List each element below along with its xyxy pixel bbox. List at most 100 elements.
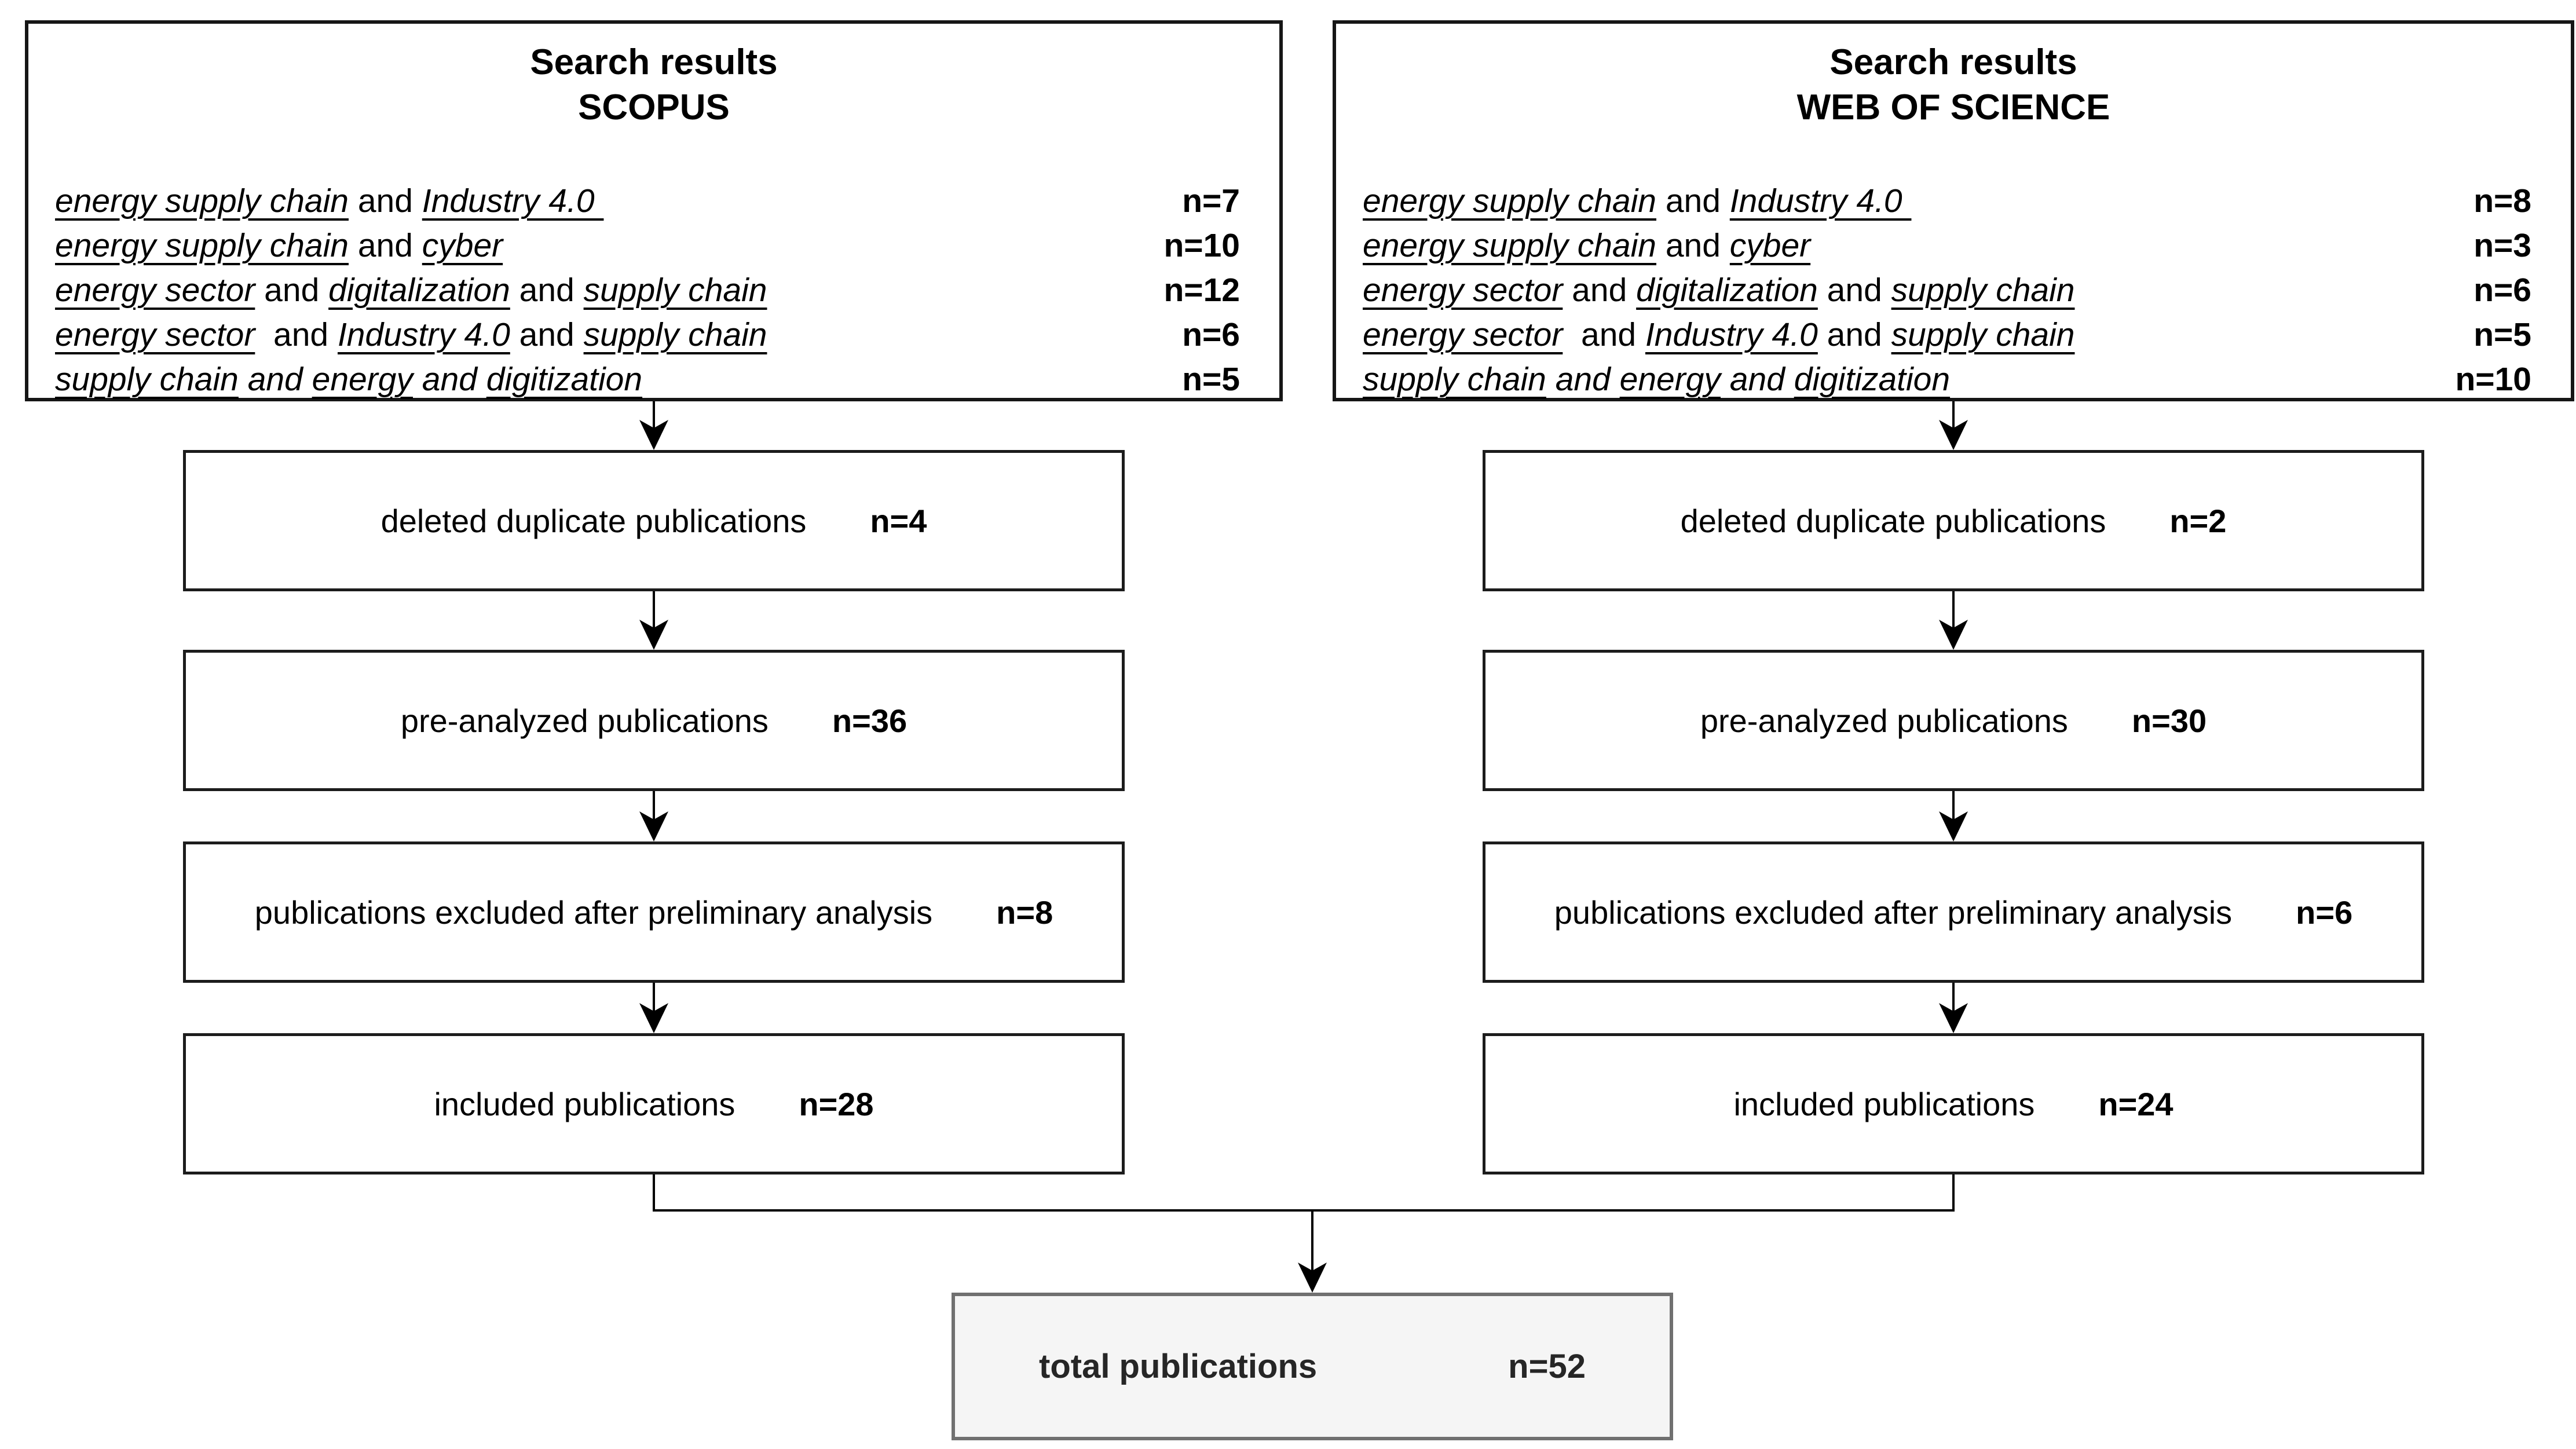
query-text: energy sector and digitalization and sup… xyxy=(55,268,767,313)
flow-box-deleted-duplicates-wos: deleted duplicate publications n=2 xyxy=(1483,450,2424,591)
flow-box-pre-analyzed-scopus: pre-analyzed publications n=36 xyxy=(183,650,1125,791)
down-arrow xyxy=(639,591,668,650)
flow-label: publications excluded after preliminary … xyxy=(1554,894,2233,931)
query-line: energy supply chain and Industry 4.0 n=7 xyxy=(55,179,1240,224)
and-conjunction: and xyxy=(412,361,486,398)
total-count: n=52 xyxy=(1508,1348,1586,1385)
flow-count: n=24 xyxy=(2098,1085,2174,1122)
query-line: energy sector and Industry 4.0 and suppl… xyxy=(1363,313,2531,357)
down-arrow xyxy=(1939,401,1968,450)
query-line: energy sector and digitalization and sup… xyxy=(55,268,1240,313)
box-title-line2: SCOPUS xyxy=(578,87,730,127)
search-term: supply chain xyxy=(1363,361,1546,398)
query-count: n=7 xyxy=(1182,182,1240,219)
flow-box-included-wos: included publications n=24 xyxy=(1483,1033,2424,1174)
query-text: energy supply chain and cyber xyxy=(55,224,503,268)
query-line: supply chain and energy and digitization… xyxy=(1363,357,2531,402)
search-term: digitization xyxy=(1794,361,1951,398)
query-count: n=5 xyxy=(1182,361,1240,398)
flow-label: included publications xyxy=(434,1085,736,1122)
search-term: energy supply chain xyxy=(1363,227,1656,264)
search-results-box-web-of-science: Search results WEB OF SCIENCE energy sup… xyxy=(1333,20,2574,401)
search-term: digitalization xyxy=(1636,272,1818,309)
query-text: energy supply chain and Industry 4.0 xyxy=(55,179,603,224)
query-count: n=3 xyxy=(2473,227,2531,264)
search-term: energy supply chain xyxy=(55,227,349,264)
and-conjunction: and xyxy=(510,272,584,309)
search-term: supply chain xyxy=(1891,272,2075,309)
and-conjunction: and xyxy=(510,316,584,353)
and-conjunction: and xyxy=(349,227,422,264)
and-conjunction: and xyxy=(1720,361,1794,398)
search-term: energy supply chain xyxy=(55,182,349,219)
query-line: energy supply chain and cyber n=10 xyxy=(55,224,1240,268)
and-conjunction: and xyxy=(1546,361,1620,398)
query-line: supply chain and energy and digitization… xyxy=(55,357,1240,402)
flow-label: deleted duplicate publications xyxy=(380,502,807,539)
and-conjunction: and xyxy=(238,361,312,398)
and-conjunction: and xyxy=(1563,316,1645,353)
query-text: energy sector and Industry 4.0 and suppl… xyxy=(55,313,767,357)
query-text: energy supply chain and Industry 4.0 xyxy=(1363,179,1911,224)
query-line: energy supply chain and cyber n=3 xyxy=(1363,224,2531,268)
query-count: n=12 xyxy=(1163,272,1240,309)
and-conjunction: and xyxy=(255,316,338,353)
query-count: n=6 xyxy=(1182,316,1240,353)
down-arrow xyxy=(1939,791,1968,841)
search-term: Industry 4.0 xyxy=(337,316,510,353)
flow-box-excluded-wos: publications excluded after preliminary … xyxy=(1483,841,2424,983)
flow-box-excluded-scopus: publications excluded after preliminary … xyxy=(183,841,1125,983)
search-term: supply chain xyxy=(1891,316,2075,353)
down-arrow xyxy=(639,983,668,1033)
down-arrow xyxy=(639,401,668,450)
and-conjunction: and xyxy=(1817,272,1891,309)
flow-label: deleted duplicate publications xyxy=(1680,502,2106,539)
and-conjunction: and xyxy=(255,272,329,309)
flow-count: n=8 xyxy=(996,894,1053,931)
search-term: digitalization xyxy=(328,272,510,309)
down-arrow xyxy=(1298,1210,1327,1293)
query-count: n=6 xyxy=(2473,272,2531,309)
flow-label: publications excluded after preliminary … xyxy=(254,894,933,931)
flow-box-pre-analyzed-wos: pre-analyzed publications n=30 xyxy=(1483,650,2424,791)
search-term: Industry 4.0 xyxy=(422,182,604,219)
query-list-scopus: energy supply chain and Industry 4.0 n=7… xyxy=(55,179,1240,402)
merge-connector xyxy=(653,1174,1955,1212)
search-term: energy xyxy=(1619,361,1721,398)
box-title-wos: Search results WEB OF SCIENCE xyxy=(1336,40,2571,130)
search-term: supply chain xyxy=(55,361,239,398)
flow-label: included publications xyxy=(1733,1085,2035,1122)
and-conjunction: and xyxy=(1656,227,1730,264)
search-term: energy supply chain xyxy=(1363,182,1656,219)
search-results-box-scopus: Search results SCOPUS energy supply chai… xyxy=(25,20,1283,401)
search-term: supply chain xyxy=(583,316,767,353)
flow-label: pre-analyzed publications xyxy=(400,702,769,739)
box-title-line1: Search results xyxy=(530,42,778,82)
search-term: cyber xyxy=(1729,227,1811,264)
query-count: n=8 xyxy=(2473,182,2531,219)
and-conjunction: and xyxy=(1817,316,1891,353)
search-term: supply chain xyxy=(583,272,767,309)
query-text: energy sector and Industry 4.0 and suppl… xyxy=(1363,313,2074,357)
flow-count: n=28 xyxy=(799,1085,874,1122)
search-term: energy sector xyxy=(55,272,255,309)
box-title-line2: WEB OF SCIENCE xyxy=(1796,87,2110,127)
query-line: energy sector and digitalization and sup… xyxy=(1363,268,2531,313)
query-line: energy sector and Industry 4.0 and suppl… xyxy=(55,313,1240,357)
down-arrow xyxy=(1939,983,1968,1033)
query-count: n=5 xyxy=(2473,316,2531,353)
flow-count: n=2 xyxy=(2169,502,2227,539)
search-term: energy xyxy=(312,361,413,398)
query-text: supply chain and energy and digitization xyxy=(55,357,642,402)
search-term: cyber xyxy=(422,227,503,264)
search-term: Industry 4.0 xyxy=(1729,182,1912,219)
flow-box-included-scopus: included publications n=28 xyxy=(183,1033,1125,1174)
flow-count: n=6 xyxy=(2296,894,2353,931)
and-conjunction: and xyxy=(1656,182,1730,219)
query-text: supply chain and energy and digitization xyxy=(1363,357,1950,402)
query-line: energy supply chain and Industry 4.0 n=8 xyxy=(1363,179,2531,224)
down-arrow xyxy=(639,791,668,841)
box-title-line1: Search results xyxy=(1829,42,2077,82)
query-text: energy sector and digitalization and sup… xyxy=(1363,268,2074,313)
